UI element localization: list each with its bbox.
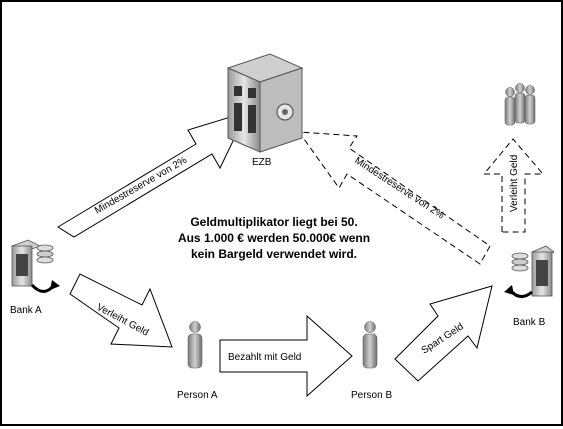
ezb-label: EZB (252, 157, 272, 168)
money-multiplier-diagram: Mindestreserve von 2% Mindestreserve von… (10, 53, 555, 401)
person-icon (187, 321, 203, 369)
arrow-lend-b: Verleiht Geld (482, 138, 545, 233)
person-a-label: Person A (177, 390, 218, 401)
central-bank-building-icon (226, 53, 304, 153)
people-group-icon (504, 83, 536, 126)
bank-b-label: Bank B (513, 317, 546, 328)
arrow-pay: Bezahlt mit Geld (219, 314, 353, 398)
bank-safe-icon (11, 239, 60, 293)
person-b-label: Person B (351, 390, 392, 401)
multiplier-explanation: Geldmultiplikator liegt bei 50. Aus 1.00… (178, 215, 370, 261)
arrow-reserve-a-label: Mindestreserve von 2% (93, 155, 189, 217)
arrow-reserve-b-label: Mindestreserve von 2% (352, 155, 446, 221)
arrow-lend-b-label: Verleiht Geld (509, 155, 520, 212)
arrow-lend-a: Verleiht Geld (69, 273, 173, 348)
center-text-line1: Geldmultiplikator liegt bei 50. (190, 215, 357, 229)
arrow-pay-label: Bezahlt mit Geld (228, 352, 301, 363)
center-text-line3: kein Bargeld verwendet wird. (191, 247, 357, 261)
person-icon-b (362, 321, 378, 369)
center-text-line2: Aus 1.000 € werden 50.000€ wenn (178, 231, 370, 245)
arrow-save: Spart Geld (394, 285, 493, 382)
bank-safe-icon-b (504, 245, 555, 298)
bank-a-label: Bank A (10, 305, 42, 316)
